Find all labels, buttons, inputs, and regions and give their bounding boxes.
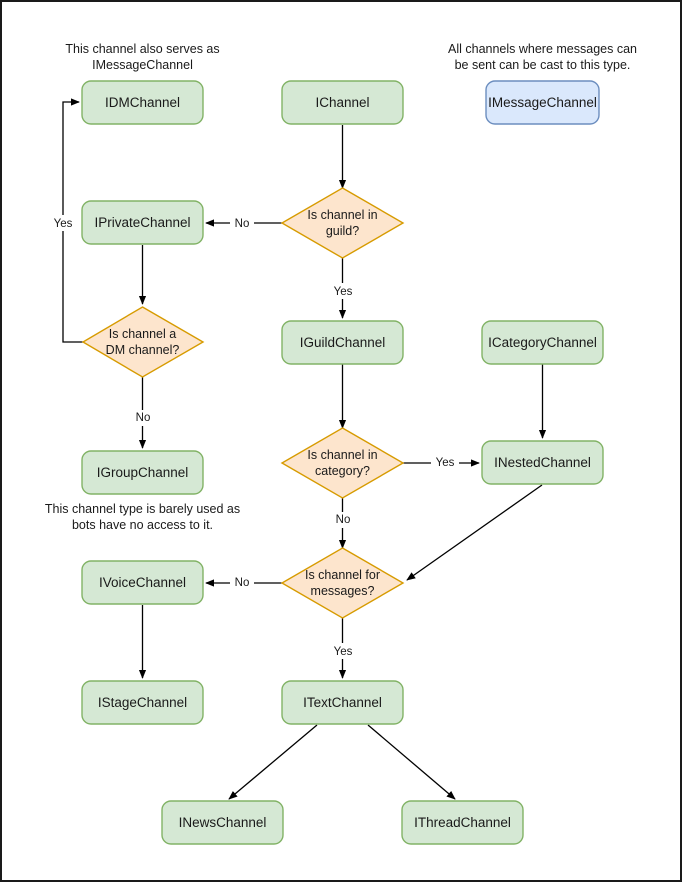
node-label-itext-channel: ITextChannel — [303, 695, 382, 710]
note-dm-line1: This channel also serves as — [65, 42, 219, 56]
note-dm-line2: IMessageChannel — [92, 58, 193, 72]
edge-label-messages-yes: Yes — [334, 646, 353, 658]
node-icategory-channel[interactable]: ICategoryChannel — [481, 320, 604, 365]
node-itext-channel[interactable]: ITextChannel — [281, 680, 404, 725]
node-inews-channel[interactable]: INewsChannel — [161, 800, 284, 845]
node-label-igroup-channel: IGroupChannel — [97, 465, 189, 480]
decision-label-category-line2: category? — [315, 464, 370, 478]
node-ivoice-channel[interactable]: IVoiceChannel — [81, 560, 204, 605]
node-ithread-channel[interactable]: IThreadChannel — [401, 800, 524, 845]
edge-label-category-yes: Yes — [436, 457, 455, 469]
edge-itext-to-ithread — [367, 724, 456, 800]
node-inested-channel[interactable]: INestedChannel — [481, 440, 604, 485]
node-iprivate-channel[interactable]: IPrivateChannel — [81, 200, 204, 245]
decision-label-dm-line1: Is channel a — [109, 327, 176, 341]
edge-labels: No Yes Yes No Yes No No Yes — [49, 215, 459, 659]
decision-label-guild-line2: guild? — [326, 224, 359, 238]
node-label-ichannel: IChannel — [315, 95, 369, 110]
edge-inested-to-messages — [406, 484, 543, 581]
decision-is-channel-for-messages[interactable]: Is channel for messages? — [280, 547, 405, 619]
node-label-inews-channel: INewsChannel — [179, 815, 267, 830]
decision-is-channel-in-guild[interactable]: Is channel in guild? — [280, 187, 405, 259]
edge-label-guild-no: No — [235, 218, 250, 230]
node-label-idm-channel: IDMChannel — [105, 95, 180, 110]
node-ichannel[interactable]: IChannel — [281, 80, 404, 125]
decision-label-dm-line2: DM channel? — [106, 343, 180, 357]
node-idm-channel[interactable]: IDMChannel — [81, 80, 204, 125]
note-message-line1: All channels where messages can — [448, 42, 637, 56]
note-dm-channel: This channel also serves as IMessageChan… — [65, 42, 219, 72]
edge-label-dm-no: No — [136, 412, 151, 424]
decision-label-category-line1: Is channel in — [307, 448, 377, 462]
decision-label-messages-line2: messages? — [311, 584, 375, 598]
node-label-istage-channel: IStageChannel — [98, 695, 187, 710]
edge-label-guild-yes: Yes — [334, 286, 353, 298]
note-group-channel: This channel type is barely used as bots… — [45, 502, 240, 532]
decision-label-guild-line1: Is channel in — [307, 208, 377, 222]
node-istage-channel[interactable]: IStageChannel — [81, 680, 204, 725]
node-label-iguild-channel: IGuildChannel — [300, 335, 386, 350]
node-label-imessage-channel: IMessageChannel — [488, 95, 597, 110]
node-imessage-channel[interactable]: IMessageChannel — [485, 80, 600, 125]
node-label-icategory-channel: ICategoryChannel — [488, 335, 597, 350]
node-label-ivoice-channel: IVoiceChannel — [99, 575, 186, 590]
node-label-iprivate-channel: IPrivateChannel — [94, 215, 190, 230]
edge-label-dm-yes: Yes — [54, 218, 73, 230]
decision-is-channel-a-dm-channel[interactable]: Is channel a DM channel? — [81, 306, 205, 378]
node-label-inested-channel: INestedChannel — [494, 455, 591, 470]
edge-label-messages-no: No — [235, 577, 250, 589]
note-group-line2: bots have no access to it. — [72, 518, 213, 532]
edge-itext-to-inews — [228, 724, 318, 800]
decision-label-messages-line1: Is channel for — [305, 568, 380, 582]
node-iguild-channel[interactable]: IGuildChannel — [281, 320, 404, 365]
node-label-ithread-channel: IThreadChannel — [414, 815, 511, 830]
note-message-channel: All channels where messages can be sent … — [448, 42, 637, 72]
edge-label-category-no: No — [336, 514, 351, 526]
node-igroup-channel[interactable]: IGroupChannel — [81, 450, 204, 495]
note-group-line1: This channel type is barely used as — [45, 502, 240, 516]
decision-is-channel-in-category[interactable]: Is channel in category? — [280, 427, 405, 499]
note-message-line2: be sent can be cast to this type. — [455, 58, 631, 72]
